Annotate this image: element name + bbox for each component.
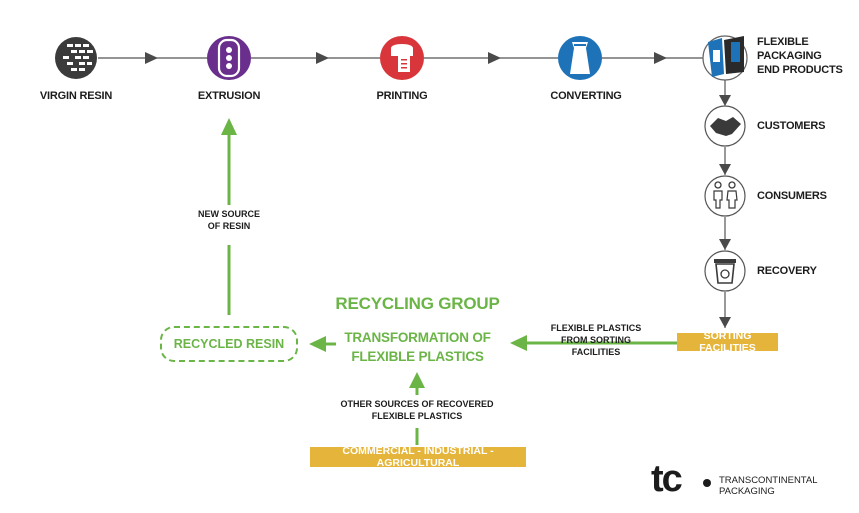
arrow-to-transformation: [510, 335, 527, 351]
arrow-to-extrusion: [145, 52, 158, 64]
new-source-line-2: OF RESIN: [207, 221, 251, 231]
recycling-group-title: RECYCLING GROUP: [335, 294, 500, 313]
pouch-icon: [558, 36, 602, 80]
other-sources-line-2: FLEXIBLE PLASTICS: [371, 411, 463, 421]
transformation-label: TRANSFORMATION OF FLEXIBLE PLASTICS: [320, 328, 515, 366]
brand-name-line-1: TRANSCONTINENTAL: [719, 475, 818, 486]
people-icon: [704, 175, 746, 217]
sorting-facilities-box: SORTING FACILITIES: [677, 330, 778, 354]
extrusion-label: EXTRUSION: [197, 90, 261, 102]
arrow-to-transformation-up: [409, 372, 425, 388]
printing-press-icon: [380, 36, 424, 80]
extrusion-icon: [207, 36, 251, 80]
arrow-to-end-products: [654, 52, 667, 64]
end-products-line-3: END PRODUCTS: [757, 64, 843, 76]
transformation-line-1: TRANSFORMATION OF: [344, 330, 491, 345]
converting-label: CONVERTING: [550, 90, 622, 102]
commercial-sources-box: COMMERCIAL - INDUSTRIAL - AGRICULTURAL: [310, 445, 526, 469]
resin-pellets-icon: [55, 37, 97, 79]
from-sorting-line-1: FLEXIBLE PLASTICS: [550, 323, 642, 333]
end-products-label: FLEXIBLE PACKAGING END PRODUCTS: [757, 35, 843, 77]
from-sorting-line-3: FACILITIES: [571, 347, 621, 357]
brand-dot: [703, 479, 711, 487]
brand-logo: tc: [651, 458, 683, 500]
from-sorting-line-2: FROM SORTING: [561, 335, 631, 345]
end-products-line-2: PACKAGING: [757, 50, 822, 62]
arrow-to-printing: [316, 52, 329, 64]
end-products-line-1: FLEXIBLE: [757, 36, 809, 48]
arrow-to-recycled-resin: [309, 336, 326, 352]
other-sources-label: OTHER SOURCES OF RECOVERED FLEXIBLE PLAS…: [327, 398, 507, 422]
virgin-resin-label: VIRGIN RESIN: [39, 90, 113, 102]
consumers-label: CONSUMERS: [757, 190, 827, 202]
customers-label: CUSTOMERS: [757, 120, 826, 132]
recovery-label: RECOVERY: [757, 265, 817, 277]
recycled-resin-box: RECYCLED RESIN: [160, 326, 298, 362]
printing-label: PRINTING: [376, 90, 428, 102]
arrow-to-converting: [488, 52, 501, 64]
arrow-to-consumers: [719, 164, 731, 175]
other-sources-line-1: OTHER SOURCES OF RECOVERED: [340, 399, 494, 409]
transformation-line-2: FLEXIBLE PLASTICS: [351, 349, 484, 364]
packages-icon: [702, 35, 748, 81]
new-source-line-1: NEW SOURCE: [197, 209, 260, 219]
arrow-to-recovery: [719, 239, 731, 250]
arrow-to-sorting: [719, 317, 731, 328]
brand-name-line-2: PACKAGING: [719, 486, 775, 497]
arrow-to-customers: [719, 95, 731, 106]
arrow-to-extrusion-up: [221, 118, 237, 135]
new-source-label: NEW SOURCE OF RESIN: [179, 208, 279, 232]
handshake-icon: [704, 105, 746, 147]
from-sorting-label: FLEXIBLE PLASTICS FROM SORTING FACILITIE…: [546, 322, 646, 358]
brand-name: TRANSCONTINENTAL PACKAGING: [719, 475, 818, 497]
recycling-bin-icon: [704, 250, 746, 292]
